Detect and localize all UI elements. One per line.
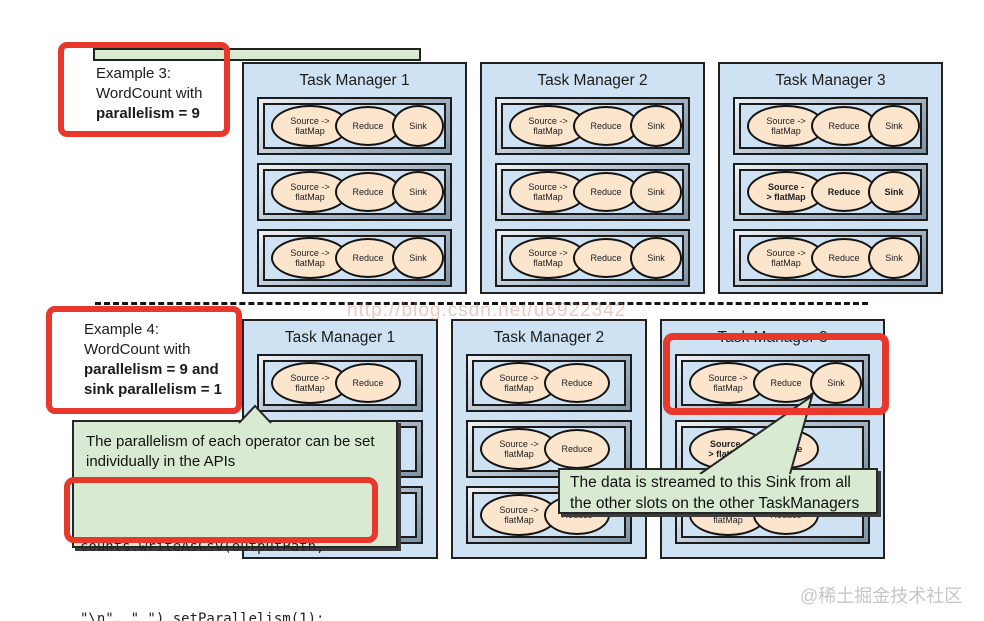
operator-reduce-ellipse: Reduce — [811, 238, 877, 278]
example3-line2: WordCount with — [96, 85, 203, 102]
operator-reduce-ellipse: Reduce — [335, 238, 401, 278]
operator-reduce-ellipse: Reduce — [811, 172, 877, 212]
example3-bold-line: parallelism = 9 — [96, 105, 200, 122]
code-snippet: counts.writeAsCsv(outputPath, "\n", " ")… — [80, 487, 324, 621]
operator-sink-ellipse: Sink — [392, 237, 444, 279]
clipped-tooltip-strip — [93, 48, 421, 61]
operator-source-ellipse: Source ->flatMap — [747, 237, 825, 279]
example4-box — [52, 312, 236, 408]
task-manager-title: Task Manager 2 — [493, 329, 605, 346]
example4-text: Example 4: WordCount with parallelism = … — [84, 320, 222, 400]
operator-source-ellipse: Source ->flatMap — [480, 494, 558, 536]
tooltip-sink-pointer-icon — [699, 393, 814, 474]
operator-sink-ellipse: Sink — [810, 362, 862, 404]
dashed-divider — [95, 302, 868, 305]
example3-red-frame — [58, 42, 230, 137]
operator-reduce-ellipse: Reduce — [811, 106, 877, 146]
task-manager-title: Task Manager 1 — [284, 329, 396, 346]
operator-sink-ellipse: Sink — [392, 105, 444, 147]
operator-source-ellipse: Source ->flatMap — [271, 105, 349, 147]
tooltip-sink-line2: the other slots on the other TaskManager… — [570, 495, 860, 512]
code-line2: "\n", " ").setParallelism(1); — [80, 611, 325, 621]
example4-bold-line2: sink parallelism = 1 — [84, 381, 222, 398]
task-manager-title: Task Manager 3 — [775, 72, 886, 89]
task-manager-title: Task Manager 2 — [537, 72, 648, 89]
operator-sink-ellipse: Sink — [868, 105, 920, 147]
operator-sink-ellipse: Sink — [868, 171, 920, 213]
code-line1: counts.writeAsCsv(outputPath, — [80, 539, 325, 555]
example3-box — [64, 48, 224, 131]
task-manager-title: Task Manager 1 — [299, 72, 410, 89]
tooltip-sink-line1: The data is streamed to this Sink from a… — [570, 474, 851, 491]
example4-red-frame — [46, 306, 242, 414]
example4-line1: Example 4: — [84, 321, 160, 338]
example3-line1: Example 3: — [96, 65, 172, 82]
operator-source-ellipse: Source ->flatMap — [509, 105, 587, 147]
operator-sink-ellipse: Sink — [630, 237, 682, 279]
operator-reduce-ellipse: Reduce — [544, 363, 610, 403]
operator-source-ellipse: Source ->flatMap — [509, 171, 587, 213]
tooltip-parallelism-api: The parallelism of each operator can be … — [72, 420, 398, 548]
operator-sink-ellipse: Sink — [392, 171, 444, 213]
operator-sink-ellipse: Sink — [630, 105, 682, 147]
example4-line2: WordCount with — [84, 341, 191, 358]
sink-slot-highlight-frame — [663, 333, 889, 415]
tooltip-sink-stream: The data is streamed to this Sink from a… — [558, 468, 878, 514]
example4-bold-line1: parallelism = 9 and — [84, 361, 219, 378]
operator-source-ellipse: Source ->flatMap — [747, 105, 825, 147]
operator-reduce-ellipse: Reduce — [573, 238, 639, 278]
example3-text: Example 3: WordCount with parallelism = … — [96, 64, 202, 124]
tooltip-notch-icon — [238, 404, 272, 424]
operator-reduce-ellipse: Reduce — [544, 429, 610, 469]
watermark-url: http://blog.csdn.net/u6922342 — [347, 300, 627, 321]
code-red-frame — [64, 477, 378, 543]
operator-sink-ellipse: Sink — [868, 237, 920, 279]
operator-reduce-ellipse: Reduce — [335, 172, 401, 212]
operator-reduce-ellipse: Reduce — [335, 363, 401, 403]
watermark-community: @稀土掘金技术社区 — [800, 586, 963, 606]
operator-source-ellipse: Source -> flatMap — [747, 171, 825, 213]
operator-sink-ellipse: Sink — [630, 171, 682, 213]
